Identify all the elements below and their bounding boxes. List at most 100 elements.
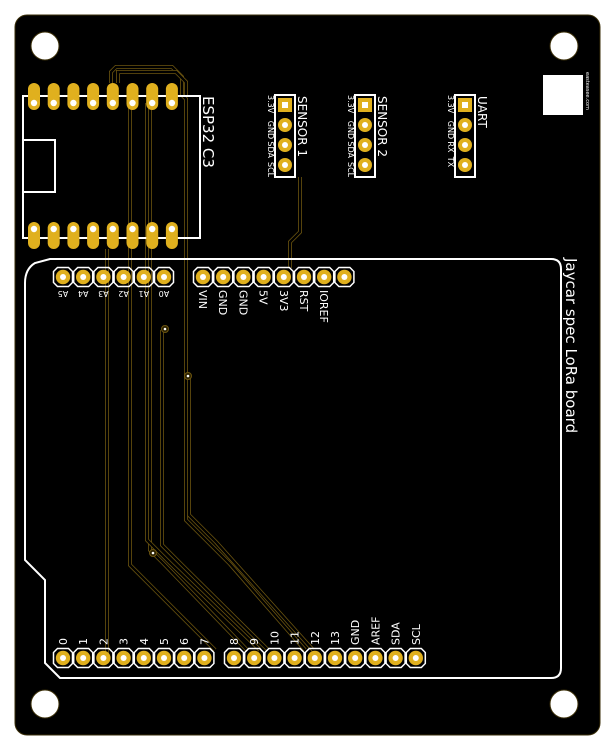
esp32-label: ESP32 C3 xyxy=(199,96,217,168)
pad-outline xyxy=(173,647,195,669)
pad-hole xyxy=(161,274,167,280)
uart-pin xyxy=(458,118,472,132)
sensor1-pins xyxy=(278,98,292,172)
digital_high_header-pin-label: 9 xyxy=(248,638,261,645)
uart-pin-label: TX xyxy=(446,156,455,168)
analog_header-pin: A3 xyxy=(93,266,114,298)
pad-outline xyxy=(113,647,134,669)
analog_header-pin: A2 xyxy=(113,266,134,298)
vias xyxy=(149,325,192,557)
sensor2-pin-label: GND xyxy=(346,121,355,139)
pad-hole xyxy=(392,655,399,661)
digital_low_header-pin-label: 0 xyxy=(57,638,70,645)
pad-hole xyxy=(282,142,288,148)
digital_high_header-pin-label: 11 xyxy=(289,631,302,645)
esp32-pin xyxy=(67,83,80,110)
esp32-pin xyxy=(126,83,139,110)
analog_header-pin: A1 xyxy=(133,266,155,298)
pad-outline xyxy=(93,647,114,669)
sensor2-pin xyxy=(358,158,372,172)
pad-hole xyxy=(100,655,107,661)
pad-hole xyxy=(120,655,127,661)
pad-outline xyxy=(153,266,175,288)
power_header-pin-label: GND xyxy=(216,290,229,315)
pad-hole xyxy=(311,655,318,661)
power_header-pin-label: GND xyxy=(236,290,249,315)
sensor1-pin-label: SDA xyxy=(266,141,275,158)
uart-pins xyxy=(458,98,472,172)
digital_low_header-pin: 7 xyxy=(194,638,215,669)
pad-outline xyxy=(405,647,427,669)
pad-hole xyxy=(60,655,66,661)
esp32-pin xyxy=(87,83,100,110)
digital_high_header-pin-label: 12 xyxy=(309,631,322,645)
mounting-hole-top-left xyxy=(30,31,60,61)
sensor1-pin xyxy=(278,138,292,152)
pad-outline xyxy=(324,647,346,669)
uart-outline xyxy=(454,94,476,178)
pad-outline xyxy=(284,647,305,669)
pad-hole xyxy=(240,274,247,280)
pad-hole xyxy=(271,655,278,661)
esp32-module: ESP32 C3 xyxy=(22,83,217,249)
pad-hole xyxy=(260,274,267,280)
digital_low_header-pin: 0 xyxy=(52,638,74,669)
sensor1-pin-label: GND xyxy=(266,121,275,139)
pad-hole xyxy=(282,162,288,168)
digital_low_header-pin: 6 xyxy=(173,638,195,669)
analog_header-pin-label: A1 xyxy=(139,289,150,298)
pad-hole xyxy=(120,274,127,280)
pad-hole xyxy=(282,102,288,108)
esp32-pin xyxy=(165,83,178,110)
pad-outline xyxy=(72,266,94,288)
esp32-pin xyxy=(146,222,159,249)
pad-outline xyxy=(273,266,295,288)
pad-hole xyxy=(362,142,368,148)
digital_low_header-pin: 5 xyxy=(153,638,175,669)
copper-traces xyxy=(105,65,315,658)
digital_high_header-pin-label: AREF xyxy=(369,617,382,645)
esp32-pin xyxy=(106,83,119,110)
sensor2-pin xyxy=(358,98,372,112)
copper-trace xyxy=(148,103,249,652)
uart-pin-label: 3.3V xyxy=(446,95,455,114)
copper-trace xyxy=(145,103,262,652)
sensor2-pin xyxy=(358,118,372,132)
uart-pin-label: GND xyxy=(446,121,455,139)
digital_high_header-pin-label: GND xyxy=(349,620,362,645)
pad-outline xyxy=(264,647,285,669)
logo-block xyxy=(543,75,583,115)
pad-hole xyxy=(80,274,87,280)
board-title: Jaycar spec LoRa board xyxy=(562,257,580,433)
uart-pin xyxy=(458,138,472,152)
esp32-pad-hole xyxy=(89,99,97,107)
pad-hole xyxy=(140,655,147,661)
pad-hole xyxy=(60,274,66,280)
digital_low_header-pin-label: 4 xyxy=(138,638,151,645)
pad-outline xyxy=(133,647,155,669)
analog_header-pin: A4 xyxy=(72,266,94,298)
copper-trace xyxy=(160,330,270,652)
via xyxy=(149,549,157,557)
pad-hole xyxy=(462,162,468,168)
copper-trace xyxy=(109,65,307,652)
power_header-pin-label: 3V3 xyxy=(277,290,290,312)
pad-outline xyxy=(334,266,355,288)
pad-hole xyxy=(362,162,368,168)
power_header-pin-label: RST xyxy=(297,290,310,312)
pad-hole xyxy=(341,274,348,280)
digital_high_header-pin: 11 xyxy=(284,631,305,669)
sensor2-outline xyxy=(354,94,376,178)
pad-hole xyxy=(462,142,468,148)
esp32-pad-hole xyxy=(149,99,156,107)
sensor1-pin xyxy=(278,158,292,172)
pad-hole xyxy=(200,274,206,280)
pad-hole xyxy=(301,274,307,280)
esp32-pin xyxy=(126,222,139,249)
esp32-pad-hole xyxy=(30,99,38,107)
pad-hole xyxy=(80,655,87,661)
